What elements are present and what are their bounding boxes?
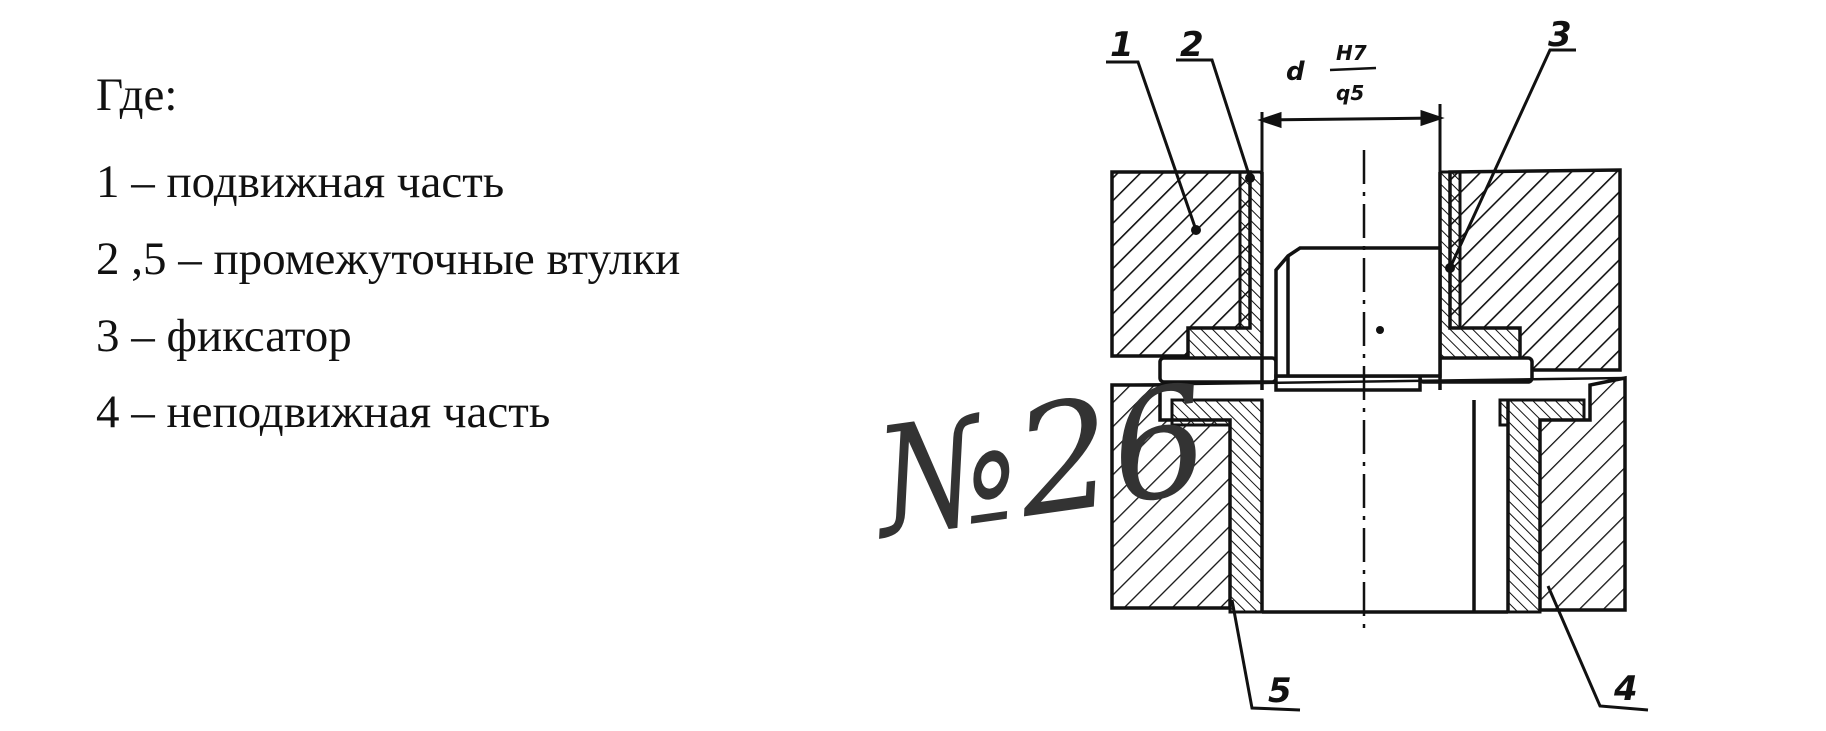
leader-dot-1: [1191, 225, 1201, 235]
leader-dot-3: [1445, 263, 1455, 273]
dimension-fraction-bar: [1329, 66, 1377, 72]
dimension-fit-lower: q5: [1336, 81, 1364, 105]
legend-item-4: 4 – неподвижная часть: [96, 386, 551, 438]
dimension-symbol: d: [1286, 57, 1305, 87]
callout-1: 1: [1110, 25, 1134, 65]
legend-heading: Где:: [96, 69, 178, 121]
dimension-d: [1257, 104, 1445, 172]
lower-bushing-part-5: [1170, 398, 1586, 614]
callout-5: 5: [1268, 671, 1292, 711]
fixator-part-3: [1274, 246, 1442, 378]
dimension-fit-upper: H7: [1336, 41, 1367, 65]
leader-dot-2: [1245, 173, 1255, 183]
upper-block-part-1: [1110, 168, 1622, 372]
legend-item-3: 3 – фиксатор: [96, 310, 352, 362]
leader-lines: [1106, 48, 1649, 712]
callout-2: 2: [1180, 25, 1204, 65]
separator-plate: [1158, 356, 1534, 392]
legend-item-1: 1 – подвижная часть: [96, 156, 505, 208]
callout-3: 3: [1548, 15, 1572, 55]
fixator-center-dot: [1376, 326, 1384, 334]
legend-item-2: 2 ,5 – промежуточные втулки: [96, 233, 681, 285]
callout-4: 4: [1613, 669, 1638, 709]
parting-line: [1111, 376, 1626, 387]
